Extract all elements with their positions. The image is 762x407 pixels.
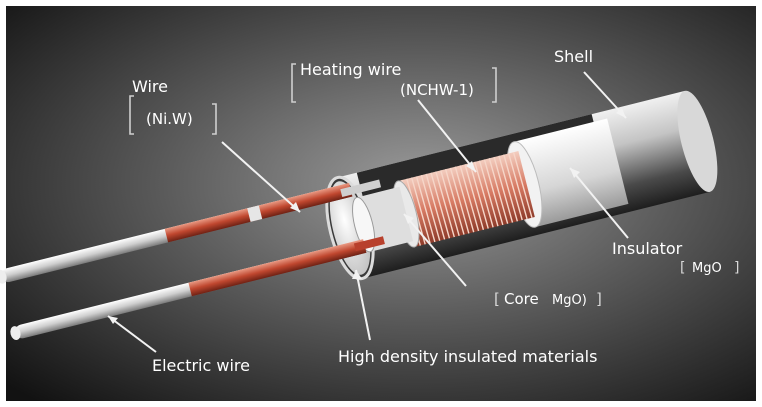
insulator-bracket-open: [ <box>680 260 685 276</box>
lower-lead-tip <box>10 326 21 340</box>
core-arrowhead <box>404 214 414 224</box>
heating-wire-arrowhead <box>466 161 476 172</box>
upper-lead-tip <box>0 269 7 284</box>
upper-lead-joint <box>247 205 263 222</box>
coil-turn <box>415 176 436 243</box>
heater-body <box>325 90 718 281</box>
lead-wires <box>0 179 385 340</box>
shell-leader <box>583 71 627 119</box>
wire-arrowhead <box>290 202 300 212</box>
insulator-material-label: MgO <box>692 261 722 276</box>
coil-turn <box>464 164 485 230</box>
coil-turn <box>435 171 455 238</box>
leader-arrowheads <box>108 108 626 324</box>
shell-label: Shell <box>554 47 593 66</box>
core-bracket-open: [ <box>494 290 500 308</box>
heating-wire-leader <box>417 99 477 173</box>
wire-leader <box>221 141 301 213</box>
insulator-bracket-close: ] <box>734 260 739 276</box>
coil-turn <box>459 165 480 232</box>
high-density-leader <box>355 269 371 341</box>
coil-turn <box>425 173 446 240</box>
heating-wire-label: Heating wire <box>300 60 401 79</box>
wire-bracket-right <box>212 103 217 135</box>
core-leader <box>403 213 467 287</box>
coil-turn <box>474 161 494 228</box>
wire-label: Wire <box>132 77 168 96</box>
insulator-label: Insulator <box>612 239 683 258</box>
coil-turn <box>440 170 460 237</box>
wire-bracket-left <box>129 95 134 135</box>
coil-turn <box>449 167 470 234</box>
upper-wire-stub <box>340 179 382 197</box>
shell-end-cap <box>677 90 718 192</box>
wire-material-label: (Ni.W) <box>146 110 193 128</box>
insulator-arrowhead <box>570 168 580 178</box>
core-bracket-close: ] <box>596 290 602 308</box>
heating-bracket-left <box>291 63 296 103</box>
electric-wire-leader <box>107 315 157 353</box>
lower-wire-stub <box>353 236 385 252</box>
brackets <box>129 63 497 135</box>
core-material-label: MgO) <box>552 293 587 308</box>
coil-turn <box>493 156 514 223</box>
coil-turn <box>430 172 451 239</box>
coil-turn <box>483 159 504 226</box>
coil-turn <box>478 160 499 227</box>
lower-lead-sleeve <box>188 239 367 297</box>
high-density-arrowhead <box>352 270 362 279</box>
leader-lines <box>107 71 629 353</box>
coil-turn <box>488 158 509 224</box>
high-density-label: High density insulated materials <box>338 347 597 366</box>
coil-turn <box>469 162 489 229</box>
coil-turn <box>454 166 475 233</box>
heating-bracket-right <box>492 67 497 103</box>
coil-turn <box>410 177 431 244</box>
electric-wire-arrowhead <box>108 316 118 324</box>
insulator-cylinder <box>514 118 629 228</box>
coil-turn <box>507 153 528 220</box>
core-front-face <box>352 196 376 253</box>
coil-turns <box>401 152 533 246</box>
heating-wire-model-label: (NCHW-1) <box>400 81 474 99</box>
electric-wire-label: Electric wire <box>152 356 250 375</box>
insulator-leader <box>569 167 629 239</box>
coil-turn <box>420 174 441 241</box>
coil-turn <box>498 155 519 222</box>
coil-turn <box>444 168 465 235</box>
core-label: Core <box>504 290 539 308</box>
shell-arrowhead <box>616 108 626 118</box>
coil-turn <box>512 152 533 218</box>
coil-turn <box>503 154 523 221</box>
